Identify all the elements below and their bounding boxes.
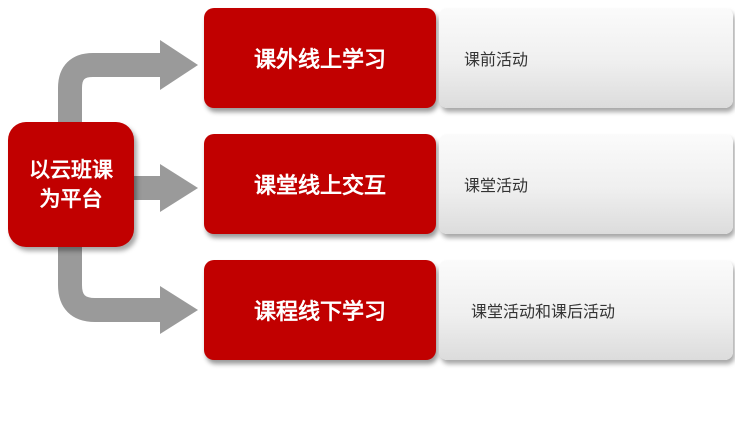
stage-desc-in-and-after-class: 课堂活动和课后活动 xyxy=(439,260,733,360)
stage-desc-text: 课前活动 xyxy=(464,50,529,69)
stage-desc-before-class: 课前活动 xyxy=(439,8,733,108)
stage-title-online-outside: 课外线上学习 xyxy=(204,8,436,108)
stage-title-online-interaction: 课堂线上交互 xyxy=(204,134,436,234)
stage-desc-in-class: 课堂活动 xyxy=(439,134,733,234)
platform-hub: 以云班课 为平台 xyxy=(8,122,134,247)
arrow-to-row3 xyxy=(58,240,170,322)
arrowhead-row1 xyxy=(160,40,198,90)
stage-title-offline-learning: 课程线下学习 xyxy=(204,260,436,360)
stage-desc-text: 课堂活动和课后活动 xyxy=(471,302,616,321)
arrowhead-row3 xyxy=(160,286,198,334)
hub-line-1: 以云班课 xyxy=(29,157,113,182)
hub-line-2: 为平台 xyxy=(39,186,103,211)
arrow-to-row1 xyxy=(58,53,170,130)
stage-desc-text: 课堂活动 xyxy=(464,176,529,195)
arrowhead-row2 xyxy=(160,164,198,212)
